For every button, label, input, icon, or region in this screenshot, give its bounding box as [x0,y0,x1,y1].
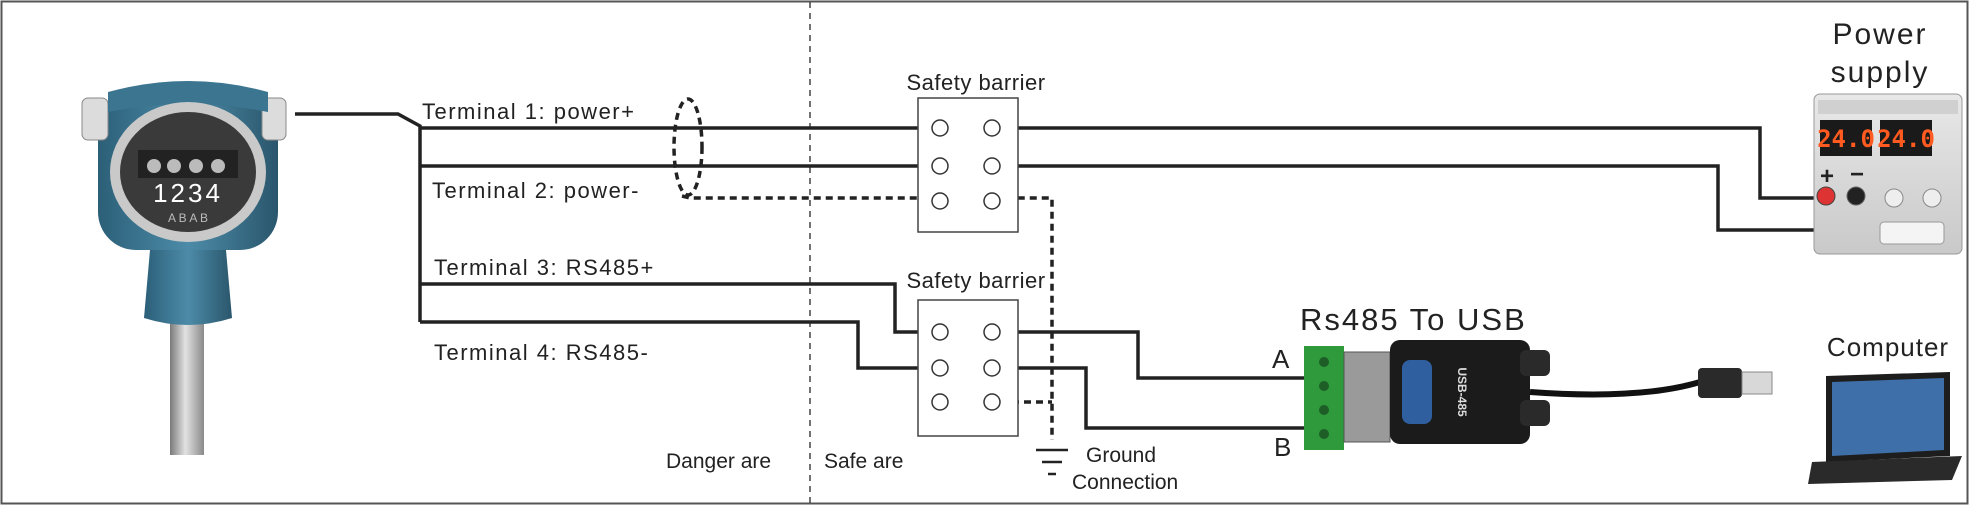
safety-barrier-bottom: Safety barrier [906,268,1045,437]
terminal-1-label: Terminal 1: power+ [422,99,635,124]
laptop-computer: Computer [1808,332,1962,484]
minus-mark: − [1850,161,1864,188]
rs485-usb-converter: Rs485 To USB A B USB-485 [1272,302,1773,462]
terminal-3-label: Terminal 3: RS485+ [434,255,655,280]
converter-title: Rs485 To USB [1300,302,1527,337]
power-supply-title-line2: supply [1831,56,1930,89]
safety-barrier-bottom-label: Safety barrier [906,268,1045,293]
ground-label-line1: Ground [1086,444,1156,467]
computer-label: Computer [1827,332,1949,362]
ground-label-line2: Connection [1072,471,1178,494]
power-supply: Power supply 24.0 24.0 + − [1813,18,1963,255]
safe-zone-label: Safe are [824,450,903,473]
terminal-4-label: Terminal 4: RS485- [434,340,649,365]
terminal-screws [147,159,225,173]
cable-shield [672,97,704,197]
power-supply-title-line1: Power [1832,18,1927,51]
plus-mark: + [1820,163,1834,190]
positive-terminal-icon [1816,186,1836,206]
safety-barrier-top: Safety barrier [906,70,1045,233]
converter-pin-a: A [1272,344,1290,374]
terminal-2-label: Terminal 2: power- [432,178,640,203]
display-right: 24.0 [1877,125,1935,153]
display-left: 24.0 [1817,125,1875,153]
safety-barrier-top-label: Safety barrier [906,70,1045,95]
terminal-numbers: 1234 [153,178,223,208]
ground-symbol-icon [1036,448,1068,476]
pressure-transmitter: 1234 A B A B [81,81,287,455]
shield-drain [681,194,1054,440]
danger-zone-label: Danger are [666,450,771,473]
terminal-letters: A B A B [168,211,208,225]
converter-pin-b: B [1274,432,1291,462]
converter-body-text: USB-485 [1455,367,1469,417]
